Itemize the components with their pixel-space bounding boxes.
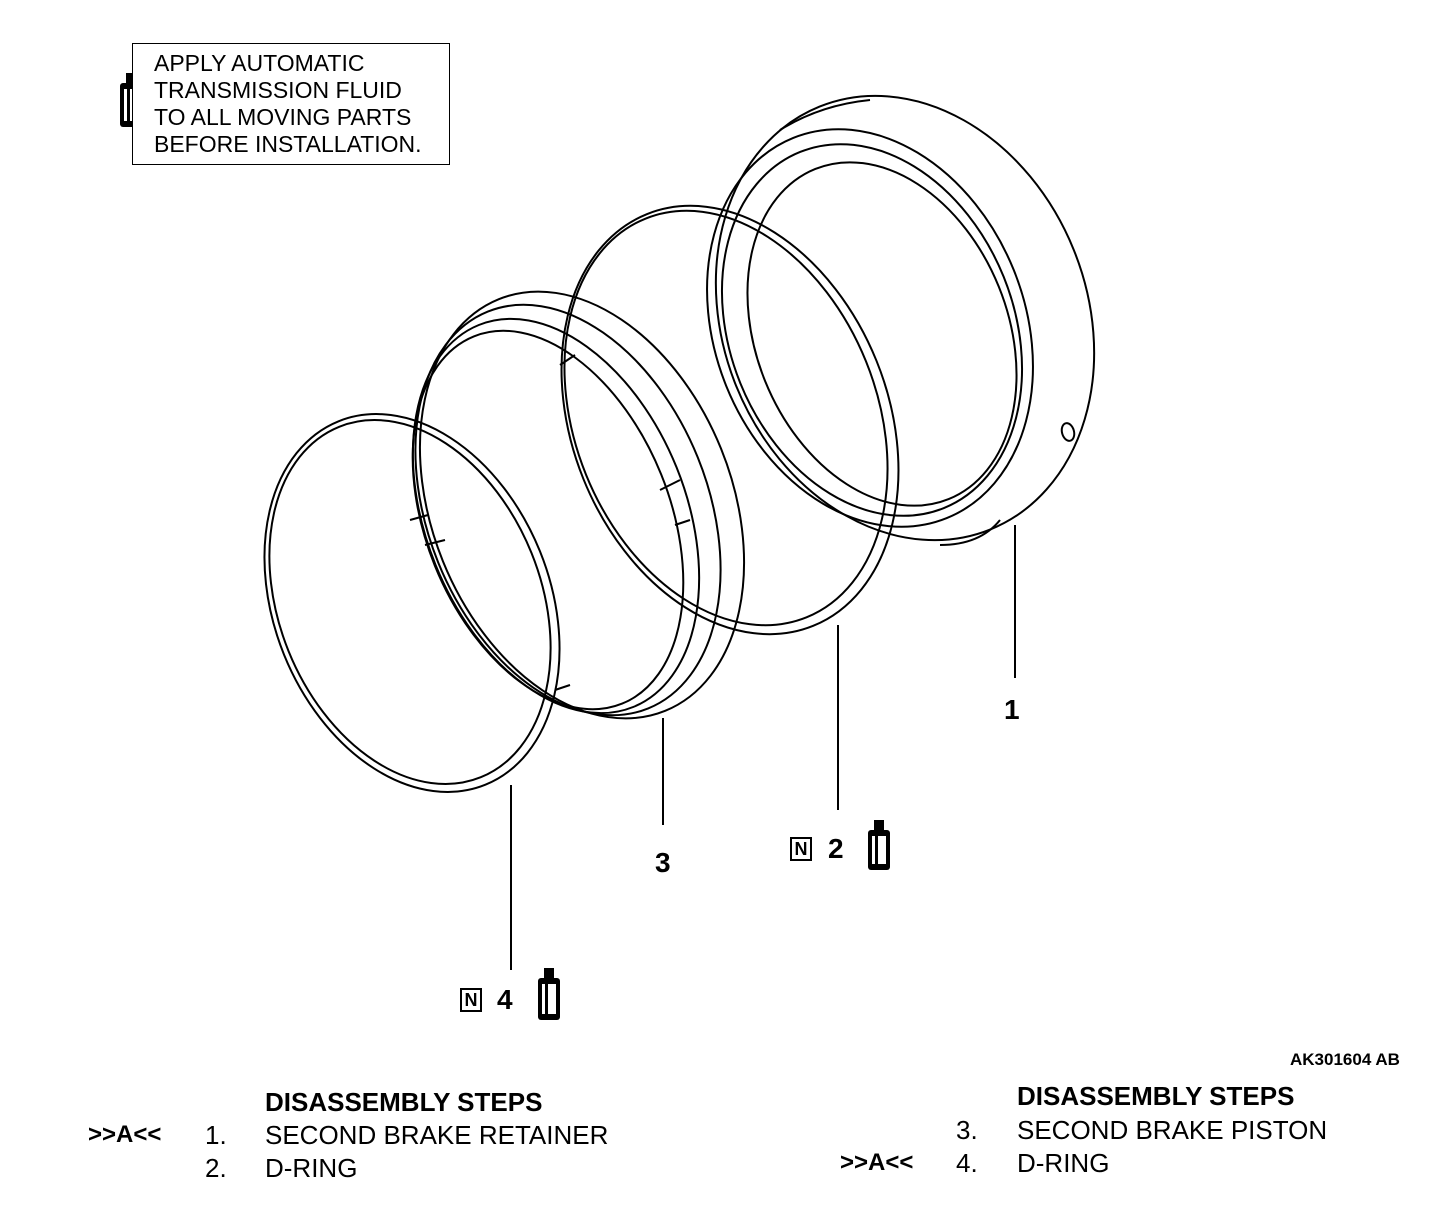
figure-id: AK301604 AB (1290, 1050, 1400, 1069)
part-2-d-ring (560, 204, 900, 636)
steps-left-title: DISASSEMBLY STEPS (265, 1087, 543, 1117)
part-4-d-ring (263, 413, 561, 793)
part-1-second-brake-retainer (706, 94, 1096, 546)
step-number: 3. (956, 1115, 978, 1145)
note-line: APPLY AUTOMATIC (154, 50, 365, 76)
step-marker: >>A<< (88, 1121, 162, 1148)
note-line: TO ALL MOVING PARTS (154, 104, 412, 130)
step-number: 4. (956, 1148, 978, 1178)
fluid-bottle-icon (538, 968, 560, 1020)
step-label: SECOND BRAKE RETAINER (265, 1120, 609, 1150)
step-label: D-RING (265, 1153, 358, 1183)
step-label: D-RING (1017, 1148, 1110, 1178)
note-box (132, 43, 450, 165)
callout-1: 1 (1004, 694, 1020, 725)
step-label: SECOND BRAKE PISTON (1017, 1115, 1328, 1145)
callout-2: 2 (828, 833, 844, 864)
new-part-badge: N (790, 837, 812, 861)
step-number: 2. (205, 1153, 227, 1183)
steps-right-title: DISASSEMBLY STEPS (1017, 1081, 1295, 1111)
note-line: TRANSMISSION FLUID (154, 77, 402, 103)
step-number: 1. (205, 1120, 227, 1150)
callout-3: 3 (655, 847, 671, 878)
callout-4: 4 (497, 984, 513, 1015)
new-part-badge: N (460, 988, 482, 1012)
note-line: BEFORE INSTALLATION. (154, 131, 422, 157)
fluid-bottle-icon (868, 820, 890, 870)
step-marker: >>A<< (840, 1149, 914, 1176)
part-3-second-brake-piston (409, 290, 746, 720)
